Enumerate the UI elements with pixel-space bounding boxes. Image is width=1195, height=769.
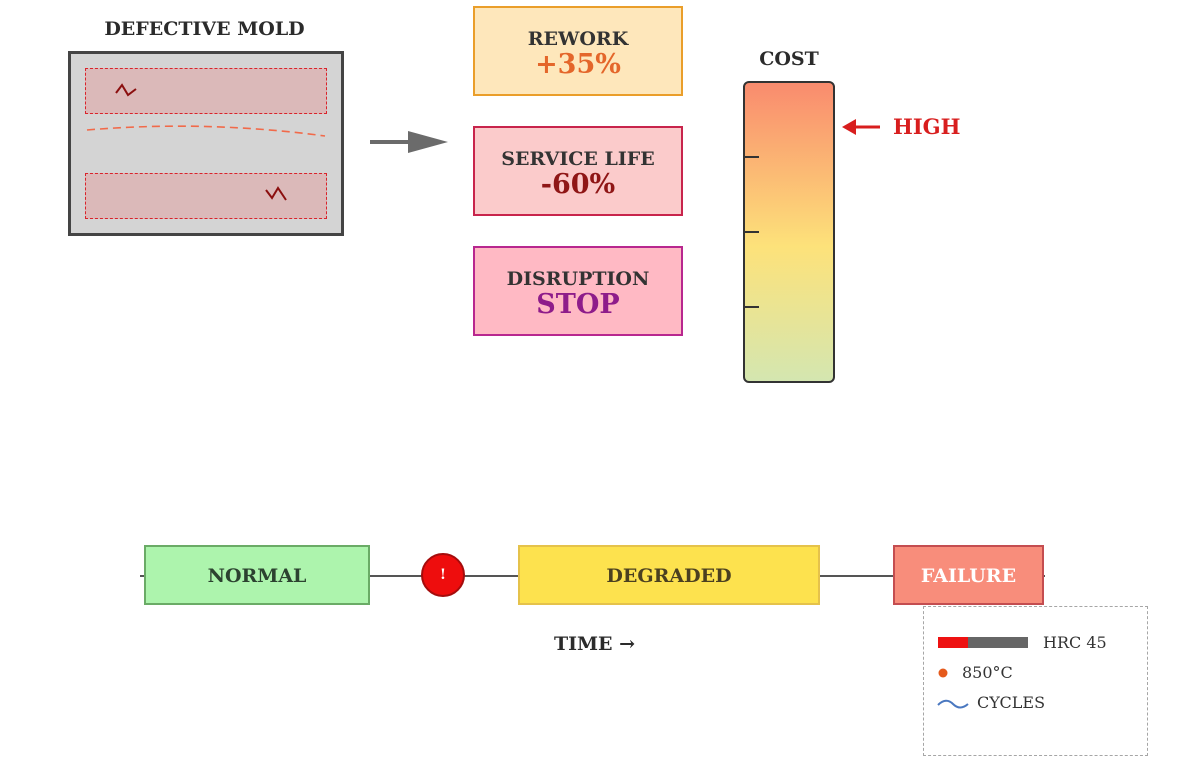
warning-icon: ! <box>421 553 465 597</box>
high-pointer-arrow-icon <box>842 119 880 135</box>
mold-cavity-top <box>85 68 327 114</box>
cost-gauge <box>743 81 835 383</box>
time-axis-label: TIME → <box>554 633 636 655</box>
gauge-tick <box>745 231 759 233</box>
gauge-tick <box>745 306 759 308</box>
legend-label: 850°C <box>962 663 1013 682</box>
cost-title: COST <box>759 48 819 70</box>
legend: HRC 45 850°C CYCLES <box>923 606 1148 756</box>
temperature-dot-icon <box>938 668 948 678</box>
legend-label: HRC 45 <box>1043 633 1107 652</box>
crack-icon <box>115 83 137 97</box>
defective-mold <box>68 51 344 236</box>
rework-box: REWORK +35% <box>473 6 683 96</box>
hardness-bar-icon <box>938 637 1028 648</box>
cost-level-label: HIGH <box>893 114 961 139</box>
disruption-value: STOP <box>536 289 620 320</box>
legend-label: CYCLES <box>977 693 1046 712</box>
rework-label: REWORK <box>527 28 629 50</box>
stage-normal: NORMAL <box>144 545 370 605</box>
rework-value: +35% <box>535 49 621 80</box>
legend-item-cycles: CYCLES <box>924 691 1147 715</box>
gauge-tick <box>745 156 759 158</box>
crack-line <box>86 125 326 137</box>
impact-arrow-icon <box>370 131 448 153</box>
disruption-label: DISRUPTION <box>506 268 650 290</box>
crack-icon <box>265 186 287 201</box>
legend-item-temperature: 850°C <box>924 661 1147 685</box>
service-life-box: SERVICE LIFE -60% <box>473 126 683 216</box>
legend-item-hardness: HRC 45 <box>924 631 1147 655</box>
stage-degraded: DEGRADED <box>518 545 820 605</box>
cycles-wave-icon <box>937 699 969 709</box>
service-life-label: SERVICE LIFE <box>501 148 655 170</box>
stage-failure: FAILURE <box>893 545 1044 605</box>
disruption-box: DISRUPTION STOP <box>473 246 683 336</box>
mold-cavity-bottom <box>85 173 327 219</box>
service-life-value: -60% <box>540 169 616 200</box>
mold-title: DEFECTIVE MOLD <box>104 18 305 40</box>
